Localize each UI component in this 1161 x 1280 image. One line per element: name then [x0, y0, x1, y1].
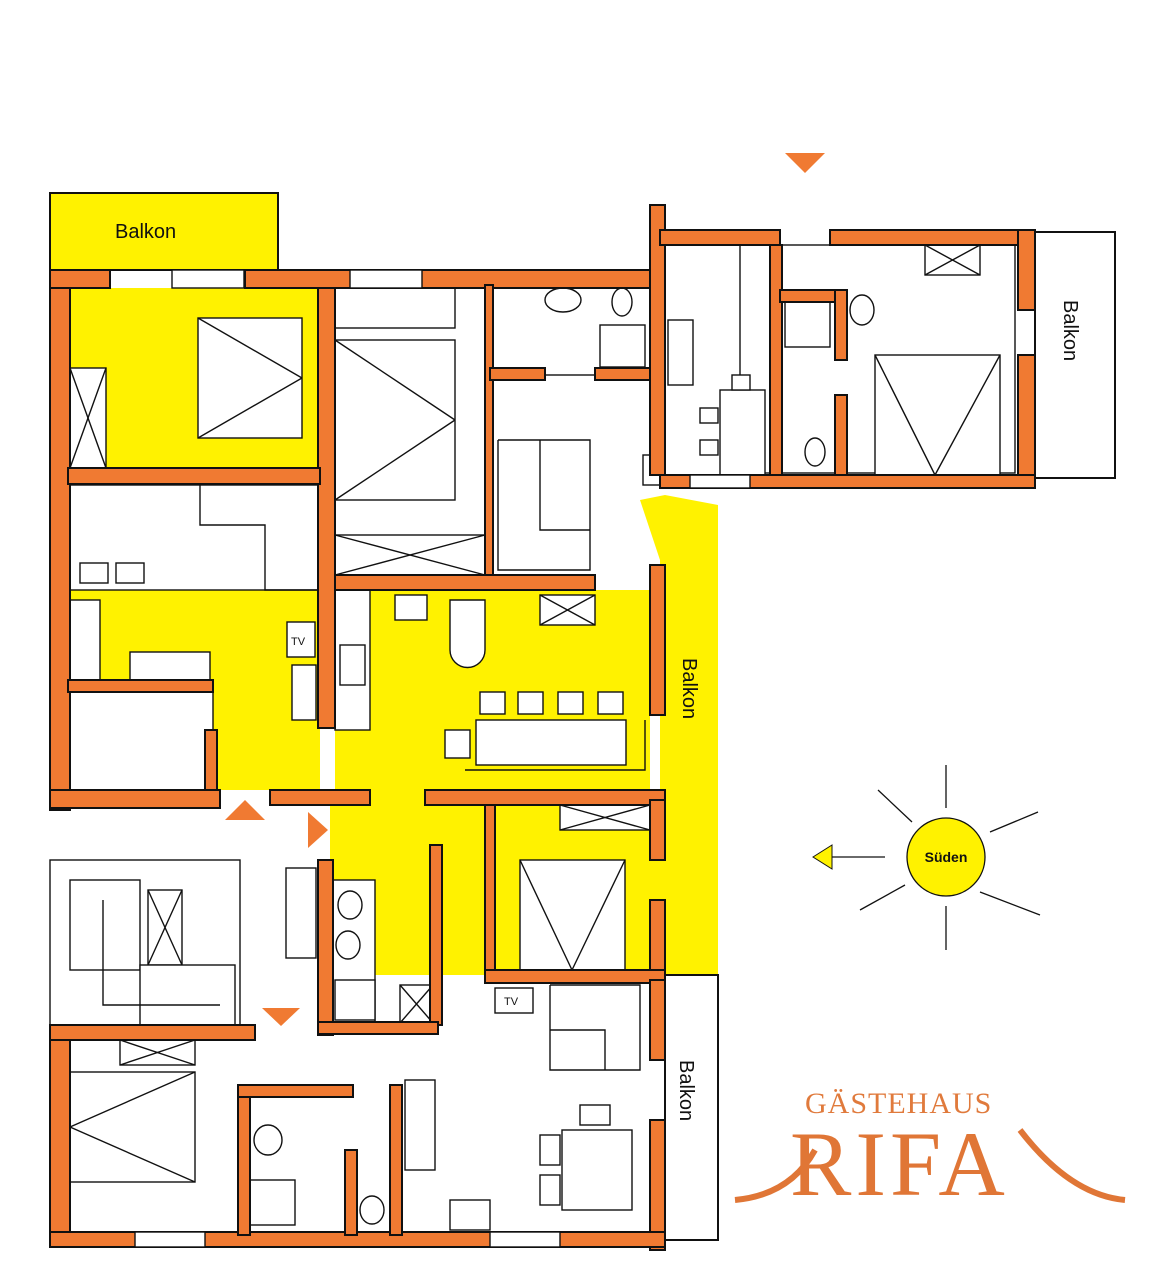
logo: GÄSTEHAUS RIFA: [734, 1087, 1126, 1215]
balcony-label: Balkon: [675, 1060, 697, 1121]
entrance-arrow-down-icon: [785, 153, 825, 173]
logo-line2: RIFA: [790, 1113, 1009, 1215]
balcony-label: Balkon: [678, 658, 700, 719]
entrance-arrow-right-icon: [308, 812, 328, 848]
tv-label: TV: [504, 996, 519, 1008]
entrance-markers: [225, 153, 825, 1026]
sun-icon: [906, 817, 986, 897]
balcony-label: Balkon: [115, 221, 176, 243]
arrow-left-icon: [812, 844, 833, 870]
logo-line1: GÄSTEHAUS: [805, 1087, 992, 1120]
balcony-bottom: [664, 974, 719, 1241]
balcony-right: [1034, 231, 1116, 479]
compass-label: Süden: [925, 849, 968, 865]
staircase: [49, 859, 241, 1026]
balcony-strip-yellow: [640, 495, 718, 975]
entrance-arrow-up-icon: [225, 800, 265, 820]
balcony-label: Balkon: [1059, 300, 1081, 361]
sun-rays-icon: [859, 765, 1041, 950]
walls: [49, 204, 1036, 1251]
south-compass: Süden: [812, 765, 1041, 950]
balcony-top-left: [49, 192, 279, 271]
tv-label: TV: [291, 636, 306, 648]
entrance-arrow-down-icon: [262, 1008, 300, 1026]
